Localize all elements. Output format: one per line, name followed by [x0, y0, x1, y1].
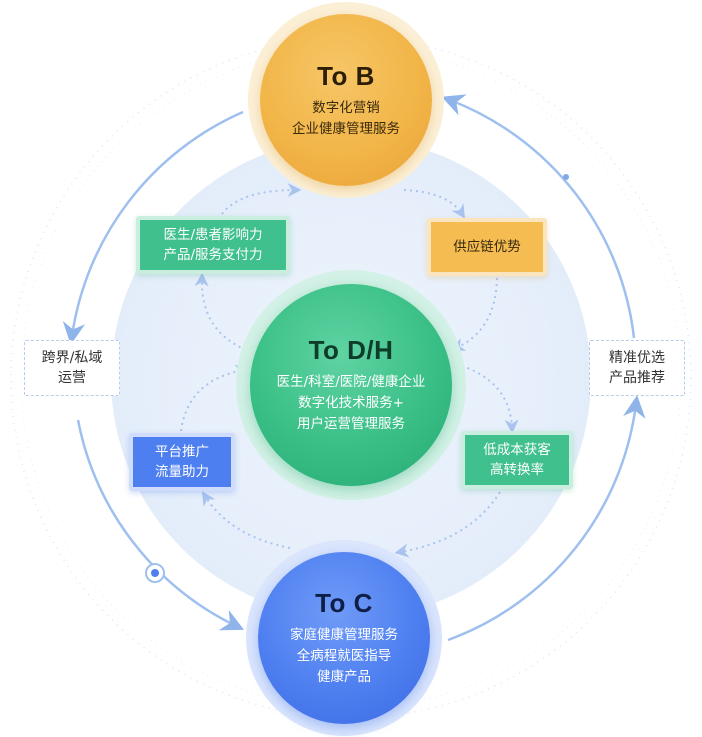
node-to-b-line: 企业健康管理服务: [292, 120, 400, 137]
box-influence-payment: 医生/患者影响力 产品/服务支付力: [136, 216, 290, 274]
node-to-c-line: 健康产品: [317, 669, 371, 685]
label-line: 产品推荐: [609, 370, 665, 386]
label-line: 运营: [58, 370, 86, 386]
node-to-b-title: To B: [317, 60, 375, 91]
ring-arc-bottom-left: [76, 419, 245, 631]
label-line: 跨界/私域: [41, 350, 103, 366]
node-to-dh-title: To D/H: [308, 335, 394, 365]
node-to-dh: To D/H 医生/科室/医院/健康企业 数字化技术服务+ 用户运营管理服务: [250, 284, 452, 486]
ring-arc-bottom-right: [447, 395, 646, 642]
box-low-cost-acquisition: 低成本获客 高转换率: [461, 431, 573, 489]
flow-todh-to-lowcost: [455, 363, 519, 434]
node-to-dh-line: 用户运营管理服务: [297, 416, 405, 432]
node-to-dh-line: 数字化技术服务+: [298, 395, 404, 411]
node-to-c-title: To C: [315, 588, 373, 618]
flow-toc-to-traffic: [202, 491, 291, 549]
box-line: 供应链优势: [453, 239, 521, 255]
box-platform-traffic: 平台推广 流量助力: [129, 433, 235, 491]
node-to-b: To B 数字化营销 企业健康管理服务: [260, 14, 432, 186]
box-line: 产品/服务支付力: [163, 247, 263, 263]
box-line: 平台推广: [155, 444, 209, 460]
node-to-c-line: 家庭健康管理服务: [290, 627, 398, 643]
node-to-c-line: 全病程就医指导: [296, 648, 392, 664]
label-line: 精准优选: [609, 350, 665, 366]
node-to-c: To C 家庭健康管理服务 全病程就医指导 健康产品: [258, 552, 430, 724]
ring-marker-left-dot: [151, 569, 159, 577]
box-supply-chain: 供应链优势: [427, 218, 547, 276]
flow-influence-to-tob: [221, 183, 302, 215]
flow-tob-to-supply: [403, 189, 466, 219]
box-line: 流量助力: [155, 464, 209, 480]
ring-arc-top-right: [441, 94, 636, 339]
box-line: 医生/患者影响力: [163, 227, 263, 243]
ring-arc-top-left: [62, 110, 244, 345]
box-line: 高转换率: [490, 462, 544, 478]
box-line: 低成本获客: [483, 442, 551, 458]
node-to-dh-line: 医生/科室/医院/健康企业: [276, 374, 426, 390]
label-precise-selection: 精准优选 产品推荐: [589, 340, 685, 396]
outer-dotted-ring: [10, 37, 692, 719]
ring-marker-right-dot: [563, 174, 569, 180]
label-cross-domain-operation: 跨界/私域 运营: [24, 340, 120, 396]
node-to-b-line: 数字化营销: [312, 99, 380, 116]
flow-lowcost-to-toc: [394, 491, 501, 558]
